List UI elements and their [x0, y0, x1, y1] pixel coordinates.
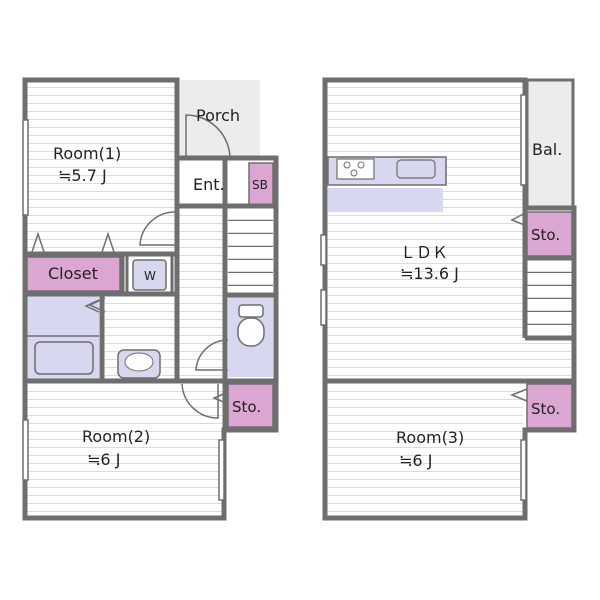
- burner-1: [343, 161, 351, 169]
- shoe-box-label: SB: [252, 178, 268, 192]
- porch-label: Porch: [196, 106, 240, 125]
- closet-label: Closet: [48, 264, 98, 283]
- upper-windows: [320, 94, 527, 501]
- washer-label: W: [144, 269, 156, 283]
- burner-3: [350, 169, 358, 177]
- room-2-label: Room(2): [82, 427, 150, 446]
- storage-upper-door: [509, 388, 528, 402]
- upper-floor: [320, 77, 577, 521]
- storage-ground: [227, 383, 274, 428]
- porch-door-swing: [185, 114, 231, 159]
- storage-ldk: [526, 211, 573, 257]
- bathtub: [34, 341, 94, 375]
- storage-ldk-label: Sto.: [531, 226, 560, 244]
- stairs-upper: [527, 262, 572, 340]
- ldk-room: [327, 82, 523, 378]
- room-1: [27, 82, 175, 252]
- room-3-label: Room(3): [396, 428, 464, 447]
- closet-door-right: [101, 231, 115, 253]
- ground-windows: [22, 119, 225, 501]
- toilet-tank: [238, 304, 264, 318]
- basin-bowl: [124, 352, 154, 372]
- room-3: [327, 384, 523, 516]
- entrance-area: [178, 163, 246, 205]
- burner-2: [357, 161, 365, 169]
- toilet-door: [195, 339, 229, 371]
- storage-ground-label: Sto.: [232, 398, 261, 416]
- toilet-bowl: [237, 317, 265, 347]
- ldk-size: ≒13.6 J: [400, 264, 459, 283]
- storage-ldk-door: [510, 211, 528, 227]
- stove: [336, 158, 375, 180]
- balcony-label: Bal.: [532, 140, 562, 159]
- kitchen-sink: [396, 159, 436, 179]
- closet-door-left: [31, 231, 45, 253]
- washer-pan: [132, 259, 167, 291]
- room-2: [27, 384, 222, 516]
- ldk-lower-ext: [523, 340, 571, 378]
- hallway: [178, 207, 223, 382]
- storage-upper-label: Sto.: [531, 400, 560, 418]
- ground-floor: [22, 77, 279, 521]
- kitchen-counter-lower: [328, 188, 443, 212]
- entrance-label: Ent.: [193, 175, 225, 194]
- ldk-label: ＬＤＫ: [400, 243, 448, 262]
- room-2-size: ≒6 J: [87, 450, 120, 469]
- room-1-label: Room(1): [53, 144, 121, 163]
- room-3-size: ≒6 J: [399, 451, 432, 470]
- room-2-door: [181, 383, 219, 419]
- ground-walls: [22, 77, 279, 521]
- balcony: [525, 78, 575, 210]
- room-1-door: [139, 211, 176, 246]
- stairs-ground: [228, 207, 273, 292]
- room-1-size: ≒5.7 J: [58, 166, 107, 185]
- porch-area: [180, 80, 260, 158]
